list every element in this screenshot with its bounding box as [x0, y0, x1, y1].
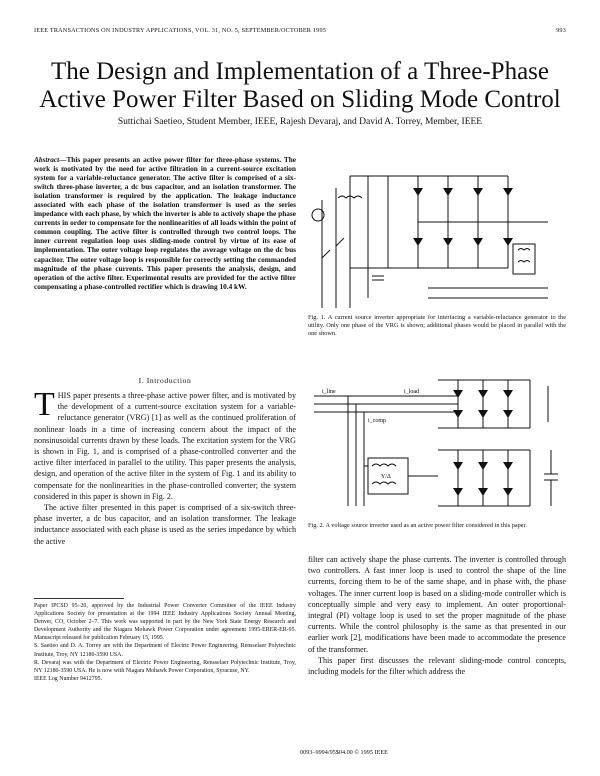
- figure-2-caption: Fig. 2. A voltage source inverter used a…: [308, 522, 527, 529]
- right-column-text: filter can actively shape the phase curr…: [308, 554, 566, 677]
- abstract-label: Abstract—: [34, 155, 67, 164]
- author-list: Suttichai Saetieo, Student Member, IEEE,…: [117, 117, 483, 127]
- footnote-rule: [34, 598, 124, 599]
- right-paragraph-2: This paper first discusses the relevant …: [308, 655, 566, 677]
- label-i-line: i_line: [322, 389, 336, 395]
- figure-1-schematic: [311, 175, 548, 308]
- abstract-text: This paper presents an active power filt…: [34, 155, 296, 291]
- figure-1-caption: Fig. 1. A current source inverter approp…: [308, 314, 566, 338]
- label-i-comp: i_comp: [368, 418, 386, 424]
- label-transformer: Y/Δ: [381, 474, 391, 480]
- copyright-line: 0093–9994/95$04.00 © 1995 IEEE: [300, 749, 388, 756]
- intro-paragraph-2: The active filter presented in this pape…: [34, 503, 296, 546]
- journal-header: IEEE TRANSACTIONS ON INDUSTRY APPLICATIO…: [34, 27, 327, 34]
- abstract: Abstract—This paper presents an active p…: [34, 155, 296, 291]
- section-heading: I. Introduction: [138, 376, 192, 385]
- footnote: Paper IPCSD 95–20, approved by the Indus…: [34, 603, 296, 682]
- paper-title: The Design and Implementation of a Three…: [0, 58, 600, 114]
- intro-paragraph-1: HIS paper presents a three-phase active …: [34, 391, 296, 501]
- page-number: 993: [556, 27, 566, 34]
- title-line-1: The Design and Implementation of a Three…: [51, 58, 549, 85]
- figure-2-schematic: i_line i_load i_comp Y/Δ: [314, 379, 558, 507]
- label-i-load: i_load: [404, 389, 419, 395]
- title-line-2: Active Power Filter Based on Sliding Mod…: [39, 86, 561, 113]
- right-paragraph-1: filter can actively shape the phase curr…: [308, 555, 566, 654]
- drop-cap: T: [34, 386, 55, 423]
- running-header: IEEE TRANSACTIONS ON INDUSTRY APPLICATIO…: [34, 27, 566, 34]
